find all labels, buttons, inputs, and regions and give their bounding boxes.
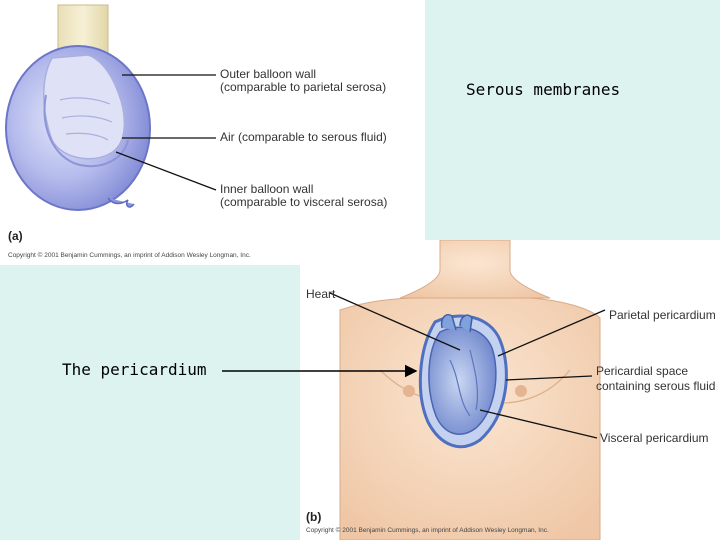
figure-a-balloon: Outer balloon wall (comparable to pariet…	[0, 0, 425, 265]
label-outer-balloon-wall-note: (comparable to parietal serosa)	[220, 80, 387, 94]
title-serous-membranes: Serous membranes	[466, 80, 621, 99]
right-nipple	[515, 385, 527, 397]
label-heart: Heart	[306, 287, 336, 301]
label-visceral-pericardium: Visceral pericardium	[600, 431, 709, 445]
label-pericardial-space: Pericardial space	[596, 364, 689, 378]
left-nipple	[403, 385, 415, 397]
title-the-pericardium: The pericardium	[62, 360, 207, 379]
label-parietal-pericardium: Parietal pericardium	[609, 308, 716, 322]
title-panel-bottom-left	[0, 265, 300, 540]
figure-b-pericardium: Heart Parietal pericardium Pericardial s…	[300, 240, 720, 540]
figure-b-copyright: Copyright © 2001 Benjamin Cummings, an i…	[306, 527, 549, 534]
figure-b-letter: (b)	[306, 510, 322, 524]
figure-a-letter: (a)	[8, 229, 23, 243]
balloon-illustration	[5, 4, 217, 211]
label-pericardial-space-note: containing serous fluid	[596, 379, 716, 393]
label-outer-balloon-wall: Outer balloon wall	[220, 67, 317, 81]
label-inner-balloon-wall-note: (comparable to visceral serosa)	[220, 195, 388, 209]
label-inner-balloon-wall: Inner balloon wall	[220, 182, 314, 196]
figure-a-copyright: Copyright © 2001 Benjamin Cummings, an i…	[8, 252, 251, 259]
label-air: Air (comparable to serous fluid)	[220, 130, 387, 144]
torso-illustration	[329, 240, 606, 540]
heart-shape	[428, 326, 497, 435]
balloon-knot	[107, 197, 135, 208]
title-panel-top-right	[425, 0, 720, 240]
